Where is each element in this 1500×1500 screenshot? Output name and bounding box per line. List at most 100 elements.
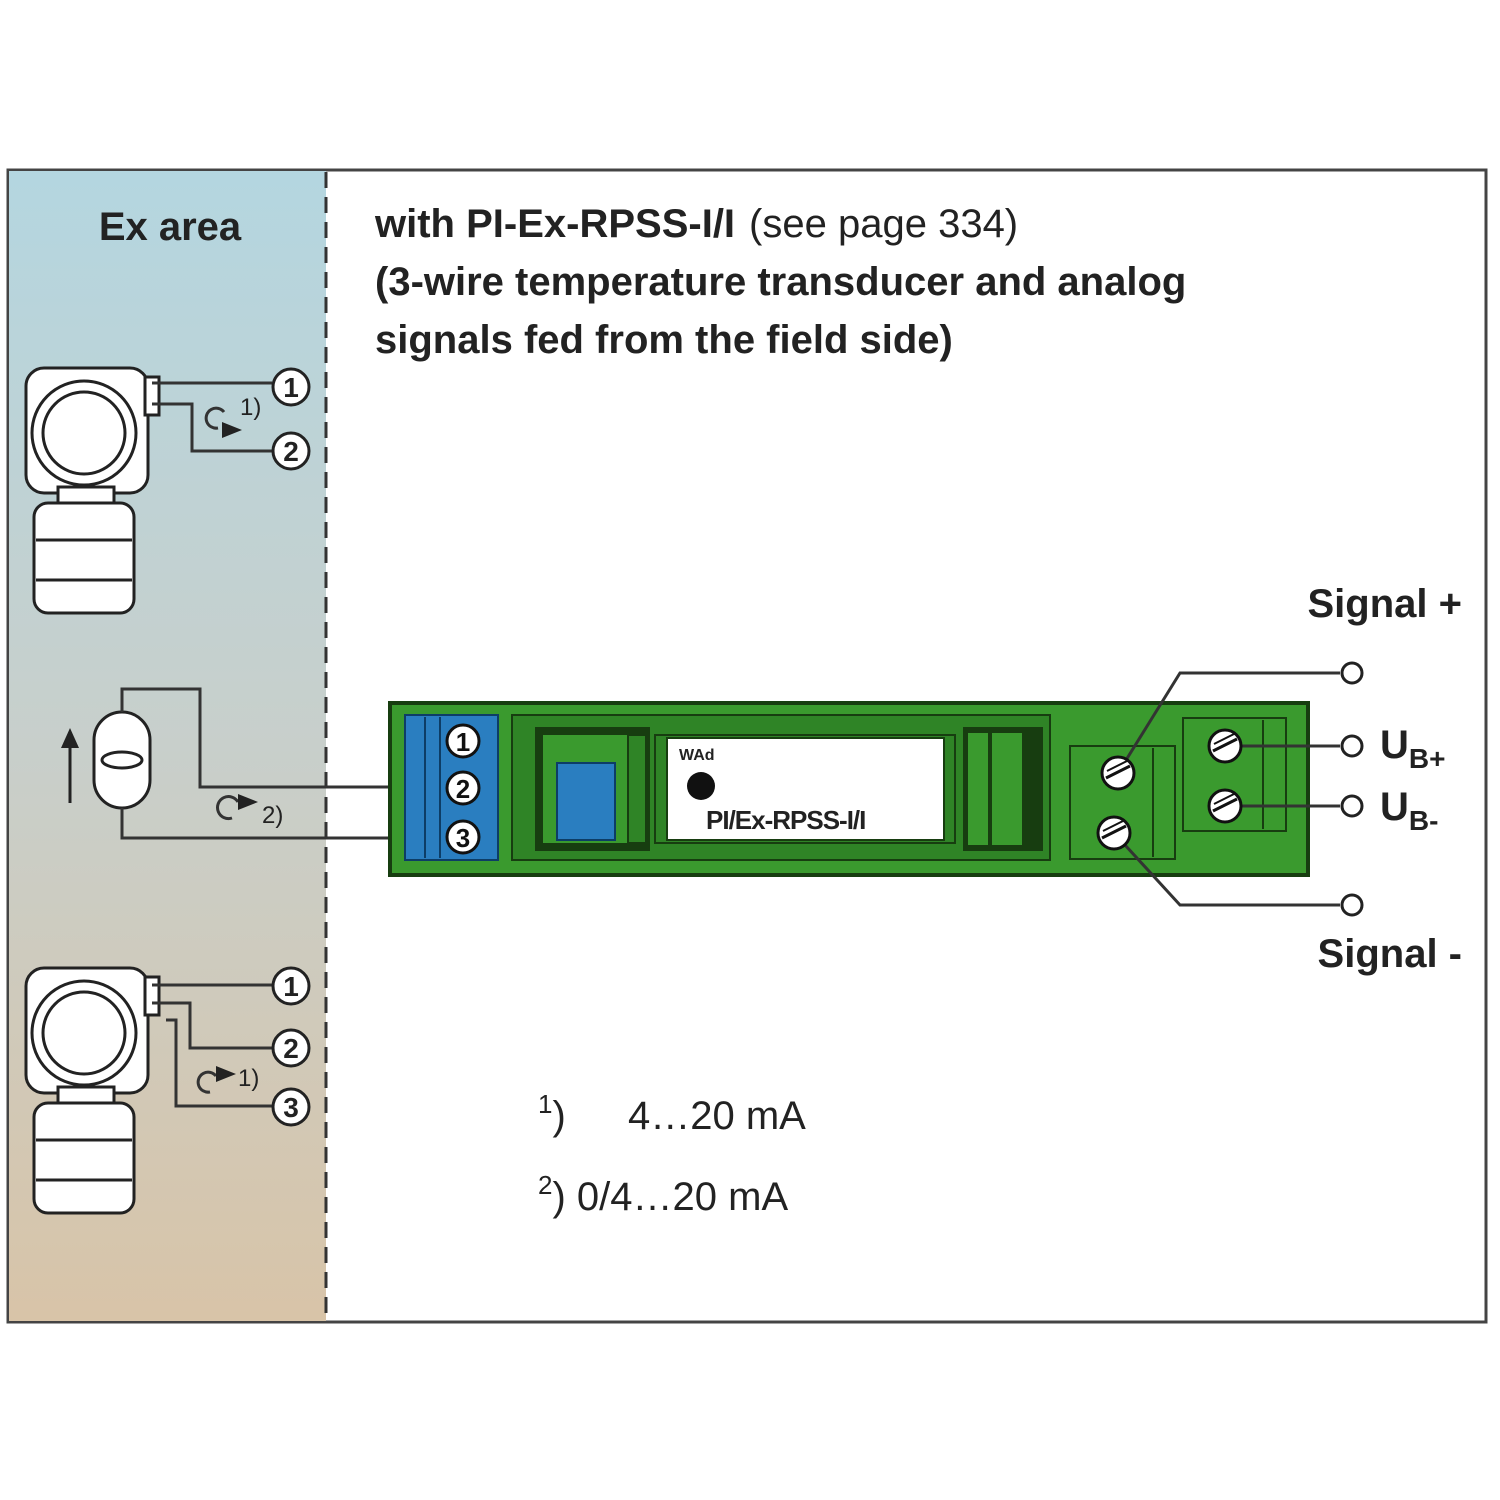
module-rib [968,733,988,845]
current-source-symbol [100,750,144,770]
screw-slot [1213,732,1237,745]
module-name: PI/Ex-RPSS-I/I [706,805,865,835]
wire-to-terminal-2 [120,687,446,789]
module-terminal-2: 2 [445,770,481,806]
transmitter-top-wires [152,381,272,453]
heading-line-1: with PI-Ex-RPSS-I/I (see page 334) [374,202,1018,246]
wire-2 [152,402,272,453]
current-source-wires [120,687,446,840]
terminal-number: 3 [456,823,470,853]
terminal-ring [271,966,311,1006]
label-ub-plus: UB+ [1380,723,1445,774]
label-ub-base: U [1380,723,1409,767]
module-terminal-1: 1 [445,723,481,759]
wire-to-terminal-3 [120,808,446,840]
connection-point-signal-minus [1340,893,1364,917]
label-ub-subscript: B+ [1409,743,1446,774]
screw-icon [1207,728,1243,764]
transmitter-bottom [24,966,161,1215]
footnote-1: 1)4…20 mA [538,1089,806,1138]
arrow-head-icon [238,794,258,810]
ex-area-label: Ex area [99,205,242,249]
footnote-mark: 2 [538,1170,552,1200]
loop-arrow [216,795,240,821]
transmitter-top [24,366,161,615]
terminal-ring [445,819,481,855]
terminal-ring [445,770,481,806]
wire-signal-plus [1116,671,1340,774]
transmitter-bottom-wires [152,983,272,1108]
output-wires [1112,671,1340,907]
led-label: WAd [679,747,715,764]
screw-icon [1100,755,1136,791]
terminal-number: 1 [283,372,299,403]
terminal-ring [271,1028,311,1068]
heading-line-2: (3-wire temperature transducer and analo… [375,260,1186,304]
terminal-number: 2 [283,1033,299,1064]
terminal-circle: 1 [271,966,311,1006]
terminal-number: 1 [283,971,299,1002]
screw-slot [1106,759,1130,772]
transmitter-dial [41,390,127,476]
note-mark: 1) [238,1065,259,1092]
screw-slot [1101,824,1127,840]
wire-2 [152,1001,272,1050]
heading-line-3: signals fed from the field side) [375,318,953,362]
heading: with PI-Ex-RPSS-I/I (see page 334) (3-wir… [374,202,1186,362]
screw-slot [1102,819,1126,832]
module-rib [992,733,1022,845]
terminal-number: 3 [283,1092,299,1123]
screw-slot [1105,764,1131,780]
terminal-ring [445,723,481,759]
footnote-mark: 1 [538,1089,552,1119]
heading-product: with PI-Ex-RPSS-I/I [374,202,735,246]
loop-arrow [204,406,226,430]
footnote-text: 0/4…20 mA [577,1175,789,1219]
label-signal-plus: Signal + [1308,582,1463,626]
transmitter-neck [56,485,116,505]
dip-switch-cover [556,762,616,841]
wire-signal-minus [1112,831,1340,907]
transmitter-body [32,501,136,615]
wire-3 [166,1018,272,1108]
connection-point-ub-plus [1340,734,1364,758]
label-signal-minus: Signal - [1318,932,1462,976]
terminal-circle: 1 [271,367,311,407]
arrow-up-icon [61,728,79,748]
footnote-2: 2) 0/4…20 mA [538,1170,788,1219]
transmitter-port [143,975,161,1017]
transmitter-body [32,1101,136,1215]
screw-slot [1213,792,1237,805]
label-ub-base: U [1380,785,1409,829]
note-mark: 1) [240,394,261,421]
transmitter-neck [56,1085,116,1105]
terminal-ring [271,1087,311,1127]
module-terminal-3: 3 [445,819,481,855]
heading-page-ref: (see page 334) [749,202,1018,246]
screw-slot [1212,737,1238,753]
screw-icon [1096,815,1132,851]
note-mark: 2) [262,802,283,829]
arrow-head-icon [222,422,242,438]
terminal-circle: 2 [271,431,311,471]
transmitter-dial [41,990,127,1076]
arrow-head-icon [216,1066,236,1082]
screw-icon [1207,788,1243,824]
label-ub-subscript: B- [1409,805,1439,836]
isolator-module: WAd PI/Ex-RPSS-I/I [388,701,1310,877]
terminal-number: 1 [456,727,470,757]
footnote-text: 4…20 mA [628,1094,806,1138]
screw-slot [1212,797,1238,813]
terminal-number: 2 [283,436,299,467]
terminal-circle: 3 [271,1087,311,1127]
status-led-icon [687,772,715,800]
label-ub-minus: UB- [1380,785,1438,836]
loop-arrow [196,1070,218,1094]
terminal-circle: 2 [271,1028,311,1068]
module-rib [627,734,647,844]
connection-point-signal-plus [1340,661,1364,685]
terminal-number: 2 [456,774,470,804]
terminal-ring [271,367,311,407]
footnotes: 1)4…20 mA 2) 0/4…20 mA [538,1089,806,1219]
